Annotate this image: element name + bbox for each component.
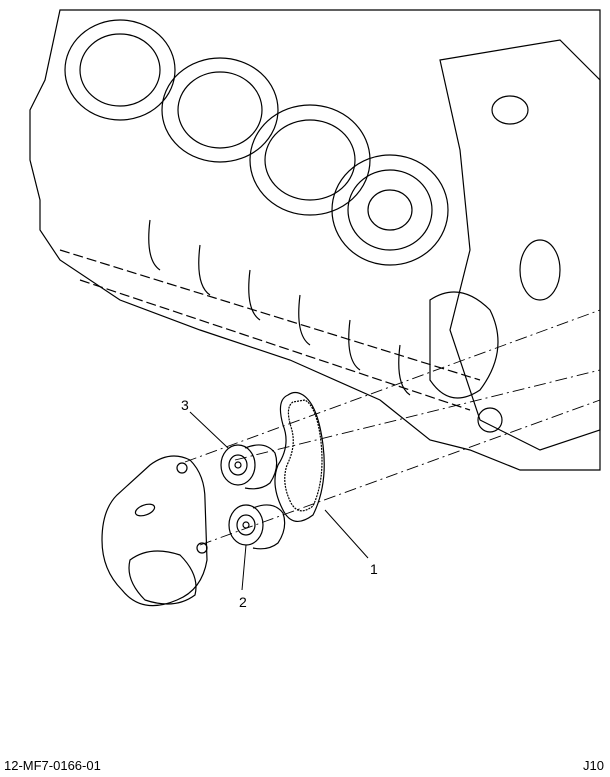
thermostat-seal: [274, 391, 325, 522]
figure-id: 12-MF7-0166-01: [4, 758, 101, 773]
callout-1: 1: [370, 561, 378, 577]
thermostat-upper: [220, 444, 278, 490]
thermostat-housing: [101, 455, 208, 607]
callout-2: 2: [239, 594, 247, 610]
engine-block: [29, 9, 601, 471]
callout-leaders: [189, 411, 369, 591]
thermostat-lower: [228, 504, 286, 550]
callout-3: 3: [181, 397, 189, 413]
page-code: J10: [583, 758, 604, 773]
exploded-view-centerlines: [184, 309, 601, 546]
